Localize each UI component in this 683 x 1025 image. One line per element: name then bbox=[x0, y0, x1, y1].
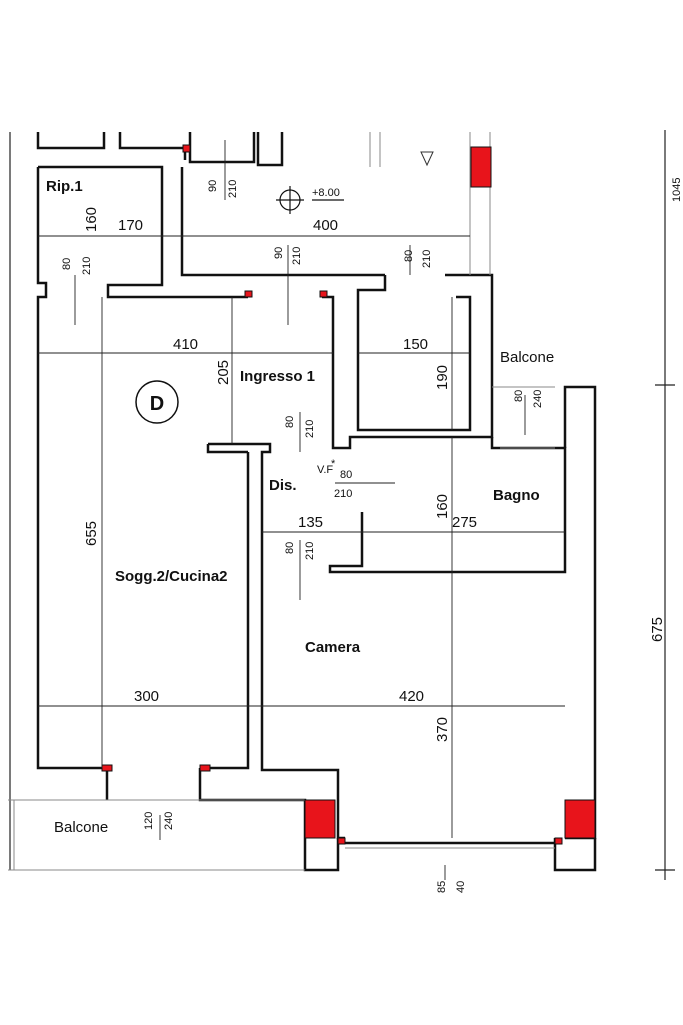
pillar bbox=[319, 290, 328, 298]
vf-star-icon: * bbox=[331, 458, 336, 470]
dim-rip-height: 160 bbox=[83, 207, 100, 232]
pillar bbox=[199, 764, 211, 772]
door-height: 210 bbox=[421, 250, 433, 268]
door-height: 240 bbox=[532, 390, 544, 408]
dim-closet-height: 190 bbox=[434, 365, 451, 390]
dim-camera-height: 370 bbox=[434, 717, 451, 742]
door-width: 80 bbox=[284, 542, 296, 554]
wall bbox=[356, 275, 387, 297]
room-ingresso: Ingresso 1 bbox=[240, 368, 315, 385]
dim-landing-width: 400 bbox=[313, 217, 338, 234]
dimension-lines bbox=[38, 140, 565, 880]
pillars bbox=[101, 144, 596, 845]
room-balcone-right: Balcone bbox=[500, 349, 554, 366]
door-height: 210 bbox=[304, 420, 316, 438]
room-camera: Camera bbox=[305, 639, 361, 656]
wall bbox=[38, 165, 248, 299]
pillar bbox=[554, 837, 563, 845]
door-width: 80 bbox=[284, 416, 296, 428]
wall bbox=[322, 273, 494, 450]
wall bbox=[36, 167, 107, 770]
dim-bagno-width: 275 bbox=[452, 514, 477, 531]
room-balcone-left: Balcone bbox=[54, 819, 108, 836]
pillar bbox=[470, 146, 492, 188]
room-soggiorno: Sogg.2/Cucina2 bbox=[115, 568, 228, 585]
wall bbox=[356, 295, 472, 432]
door-width: 90 bbox=[273, 247, 285, 259]
dim-dis-width: 135 bbox=[298, 514, 323, 531]
wall bbox=[180, 167, 385, 277]
wall bbox=[206, 444, 248, 454]
pillar bbox=[182, 144, 191, 153]
door-height: 210 bbox=[334, 488, 352, 500]
room-rip: Rip.1 bbox=[46, 178, 83, 195]
dim-right-total: 675 bbox=[649, 617, 666, 642]
door-width: 80 bbox=[403, 250, 415, 262]
door-height: 40 bbox=[455, 881, 467, 893]
door-height: 210 bbox=[81, 257, 93, 275]
elevation-symbol bbox=[276, 186, 344, 214]
door-width: 80 bbox=[513, 390, 525, 402]
walls bbox=[36, 132, 597, 872]
room-dis: Dis. bbox=[269, 477, 297, 494]
pillar bbox=[101, 764, 113, 772]
wall bbox=[208, 442, 345, 840]
door-height: 210 bbox=[227, 180, 239, 198]
dim-ingresso-width: 410 bbox=[173, 336, 198, 353]
unit-marker-circle bbox=[135, 380, 179, 424]
door-width: 80 bbox=[340, 469, 352, 481]
wall bbox=[563, 385, 597, 840]
unit-marker-label: D bbox=[150, 393, 164, 415]
dim-rip-width: 170 bbox=[118, 217, 143, 234]
pillar bbox=[244, 290, 253, 298]
door-width: 85 bbox=[436, 881, 448, 893]
dim-ingresso-height: 205 bbox=[215, 360, 232, 385]
wall bbox=[200, 452, 250, 770]
dim-sogg-height: 655 bbox=[83, 521, 100, 546]
dim-bagno-height: 160 bbox=[434, 494, 451, 519]
pillar bbox=[337, 837, 346, 845]
pillar bbox=[304, 799, 336, 839]
dim-right-partial: 1045 bbox=[671, 178, 683, 202]
door-width: 120 bbox=[143, 812, 155, 830]
wall bbox=[256, 132, 284, 167]
stair-arrow-icon bbox=[420, 151, 434, 167]
vf-label: V.F bbox=[317, 464, 333, 476]
door-width: 90 bbox=[207, 180, 219, 192]
door-height: 210 bbox=[291, 247, 303, 265]
room-bagno: Bagno bbox=[493, 487, 540, 504]
elevation-label: +8.00 bbox=[312, 187, 340, 199]
pillar bbox=[564, 799, 596, 839]
door-width: 80 bbox=[61, 258, 73, 270]
wall bbox=[36, 132, 106, 150]
wall bbox=[118, 132, 187, 160]
door-height: 240 bbox=[163, 812, 175, 830]
door-height: 210 bbox=[304, 542, 316, 560]
dim-sogg-width: 300 bbox=[134, 688, 159, 705]
dim-camera-width: 420 bbox=[399, 688, 424, 705]
wall bbox=[188, 132, 256, 164]
dim-closet-width: 150 bbox=[403, 336, 428, 353]
wall bbox=[553, 838, 597, 872]
